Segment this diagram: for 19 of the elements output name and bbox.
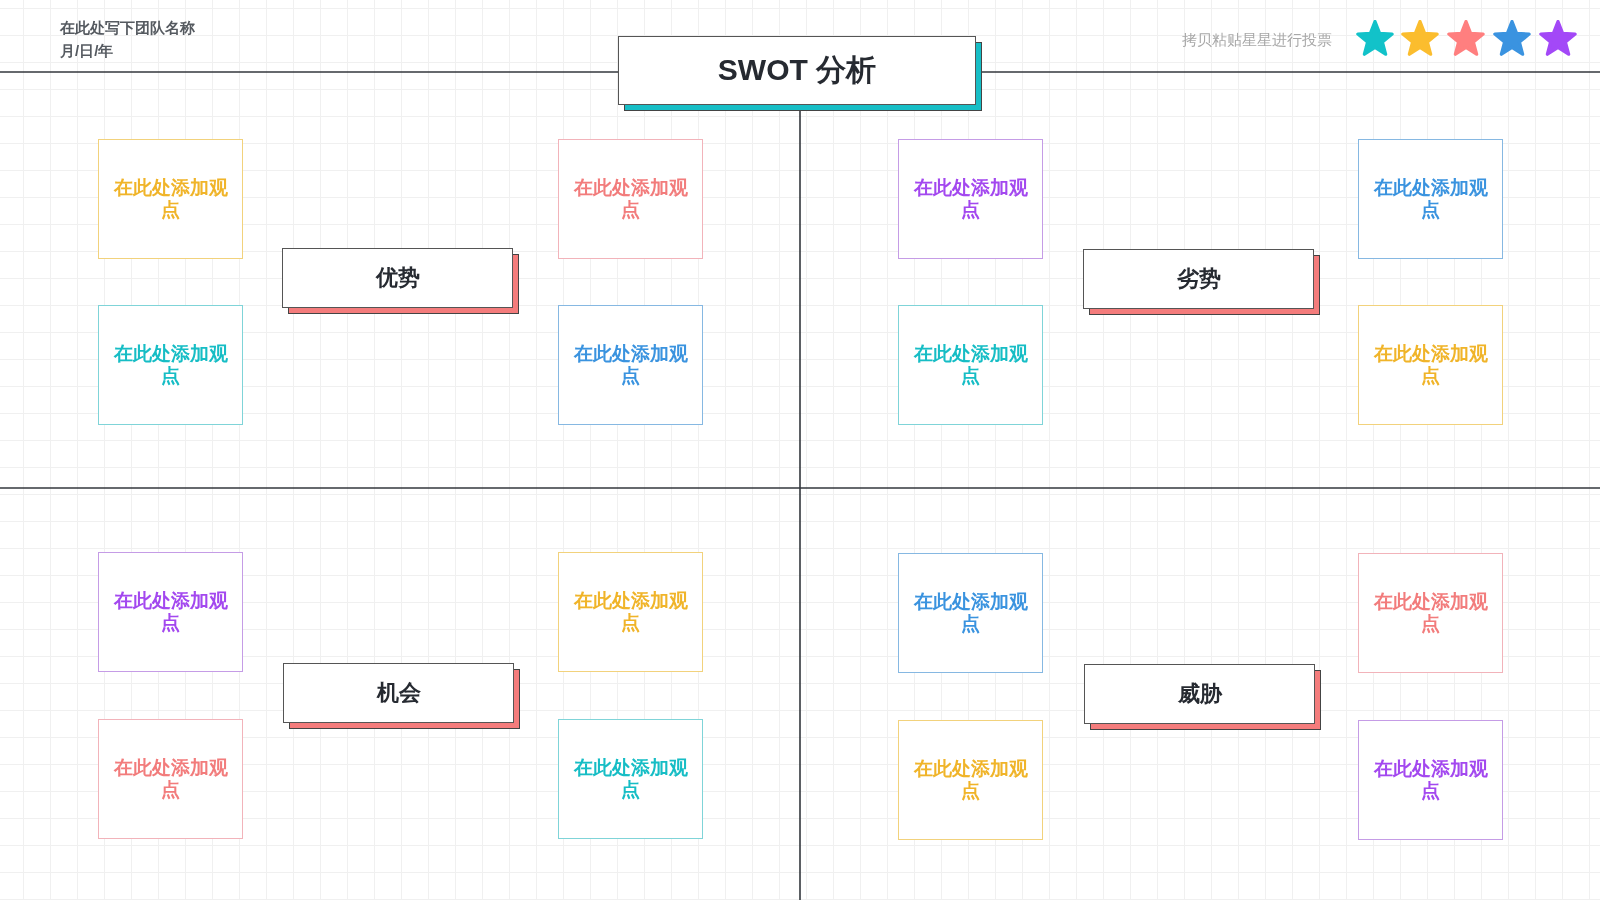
note-card: 在此处添加观点 xyxy=(558,305,703,425)
note-card: 在此处添加观点 xyxy=(1358,553,1503,673)
note-card: 在此处添加观点 xyxy=(98,719,243,839)
note-card: 在此处添加观点 xyxy=(98,139,243,259)
note-card: 在此处添加观点 xyxy=(1358,139,1503,259)
note-card: 在此处添加观点 xyxy=(898,720,1043,840)
note-card: 在此处添加观点 xyxy=(898,553,1043,673)
note-card: 在此处添加观点 xyxy=(1358,305,1503,425)
note-card: 在此处添加观点 xyxy=(98,305,243,425)
date-text: 月/日/年 xyxy=(60,41,114,61)
note-card: 在此处添加观点 xyxy=(558,552,703,672)
note-card: 在此处添加观点 xyxy=(898,305,1043,425)
note-card: 在此处添加观点 xyxy=(98,552,243,672)
vote-hint: 拷贝粘贴星星进行投票 xyxy=(1182,30,1332,50)
note-card: 在此处添加观点 xyxy=(898,139,1043,259)
team-name: 在此处写下团队名称 xyxy=(60,18,195,38)
note-card: 在此处添加观点 xyxy=(558,719,703,839)
note-card: 在此处添加观点 xyxy=(558,139,703,259)
note-card: 在此处添加观点 xyxy=(1358,720,1503,840)
